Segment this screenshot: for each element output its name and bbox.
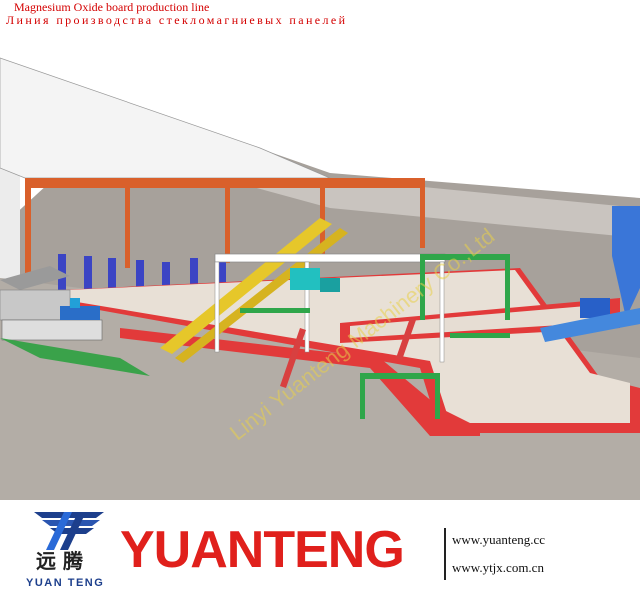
website-link-2[interactable]: www.ytjx.com.cn	[452, 560, 544, 575]
dust-collector	[612, 206, 640, 256]
logo-chinese-text: 远 腾	[36, 549, 83, 573]
page-title-ru: Линия производства стекломагниевых панел…	[6, 13, 348, 27]
mixer-machine	[290, 268, 320, 290]
back-wall	[0, 68, 640, 238]
orange-frame	[25, 178, 425, 188]
green-frame	[420, 254, 510, 260]
page-title-en: Magnesium Oxide board production line	[14, 0, 210, 14]
logo-text: YUAN TENG	[26, 577, 105, 589]
mixing-station	[0, 266, 70, 290]
inclined-conveyor	[160, 218, 332, 354]
production-line-illustration: Linyi Yuanteng Machinery Co.,Ltd	[0, 28, 640, 500]
footer	[0, 500, 640, 600]
gantry	[214, 253, 446, 263]
website-link-1[interactable]: www.yuanteng.cc	[452, 532, 546, 547]
company-logo	[34, 512, 104, 550]
divider	[444, 528, 446, 580]
brand-name: YUANTENG	[120, 521, 405, 579]
